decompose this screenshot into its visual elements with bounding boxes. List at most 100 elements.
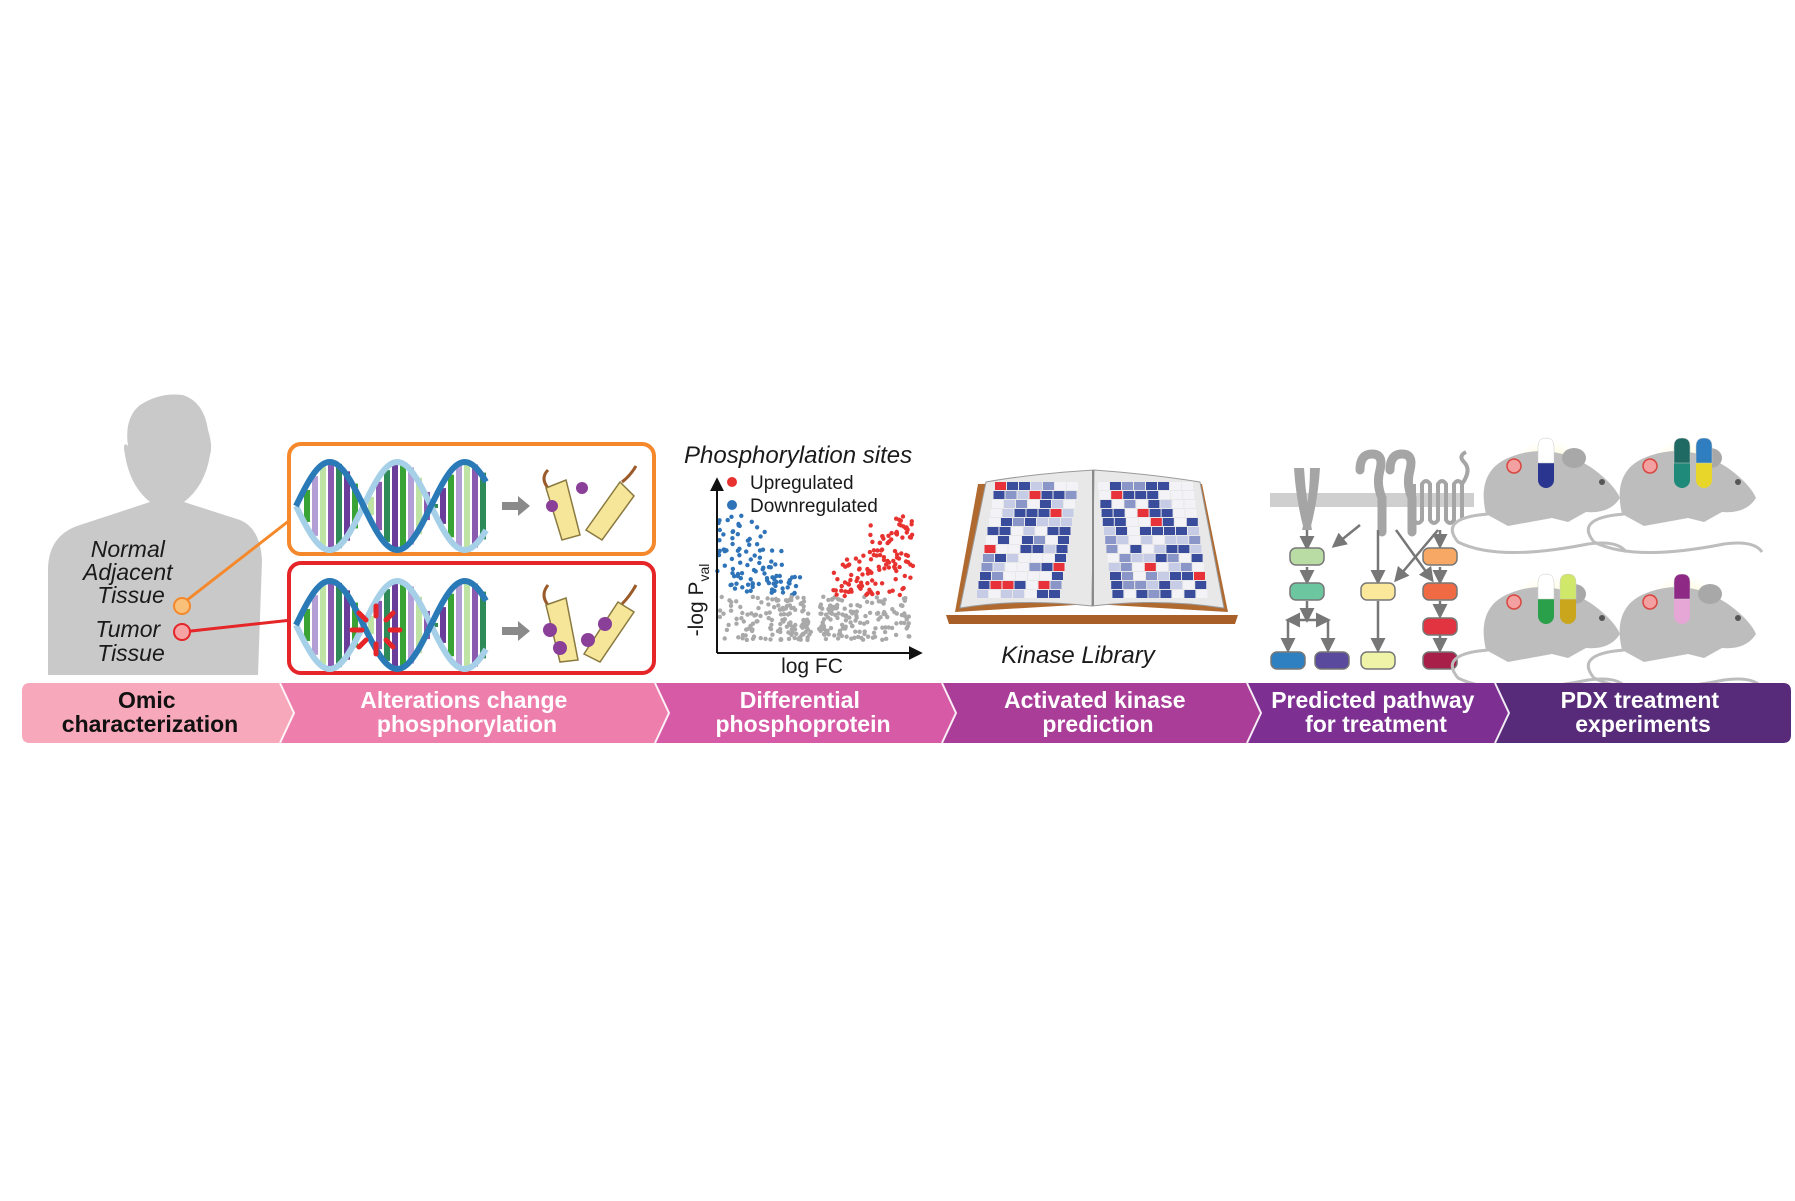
volcano-point [823,636,829,642]
volcano-point [831,588,836,593]
volcano-point [745,612,750,617]
heatmap-cell [1148,500,1160,508]
volcano-point [859,583,865,589]
volcano-point [870,539,875,545]
dna-base-pair [352,602,358,648]
heatmap-cell [1156,563,1168,571]
volcano-point [756,581,761,587]
heatmap-cell [1040,572,1051,580]
volcano-point [901,585,906,591]
heatmap-cell [1020,545,1032,553]
step-alterations-change-phosphorylation [280,683,669,743]
volcano-point [871,552,876,558]
dna-base-pair [352,483,358,529]
dna-base-pair [448,474,454,538]
heatmap-cell [1028,500,1039,508]
volcano-point [836,632,842,637]
volcano-point [844,557,850,562]
volcano-point [902,620,907,626]
heatmap-cell [1056,545,1068,553]
heatmap-cell [1124,590,1136,598]
volcano-point [871,630,877,635]
heatmap-cell [1149,509,1161,517]
mouse-icon [1586,437,1764,554]
heatmap-cell [1004,500,1015,508]
volcano-point [874,595,880,600]
heatmap-cell [1136,590,1148,598]
heatmap-cell [1159,581,1171,589]
volcano-point [879,547,885,552]
heatmap-cell [1002,509,1014,517]
heatmap-cell [1123,581,1135,589]
volcano-point [749,519,754,524]
volcano-point [901,596,907,601]
heatmap-cell [1026,509,1038,517]
heatmap-cell [1019,482,1030,490]
volcano-point [828,603,833,608]
volcano-point [729,514,734,519]
volcano-point [758,534,763,539]
volcano-point [897,592,902,598]
kinase-library-book-icon [946,469,1238,624]
volcano-point [850,624,855,629]
volcano-point [777,607,783,612]
volcano-point [821,624,827,629]
heatmap-cell [1119,554,1131,562]
heatmap-cell [1011,527,1023,535]
volcano-point [869,600,875,606]
volcano-point [730,571,735,576]
heatmap-cell [1062,509,1074,517]
heatmap-cell [1017,491,1029,499]
heatmap-cell [1142,545,1154,553]
volcano-point [857,566,862,571]
heatmap-cell [1031,554,1042,562]
volcano-point [724,548,729,553]
dna-base-pair [304,608,310,642]
heatmap-cell [1106,545,1118,553]
volcano-point [904,530,909,535]
volcano-point [805,637,810,643]
volcano-point [840,626,846,631]
dna-base-pair [336,582,342,668]
volcano-point [734,599,739,604]
volcano-point [889,530,894,536]
protein-unphosphorylated-icon [542,465,638,542]
volcano-point [789,632,794,638]
heatmap-cell [1122,482,1133,490]
volcano-point [902,573,907,579]
volcano-point [865,591,870,596]
volcano-point [778,629,783,635]
heatmap-cell [1099,491,1111,499]
volcano-point [748,577,753,582]
dna-base-pair [304,489,310,523]
volcano-point [859,635,864,641]
volcano-point [773,562,778,567]
heatmap-cell [998,536,1009,544]
heatmap-cell [1168,563,1180,571]
heatmap-cell [1136,500,1148,508]
volcano-point [903,559,909,564]
volcano-point [769,548,775,553]
volcano-point [880,625,885,630]
volcano-point [854,613,859,618]
volcano-point [750,582,755,587]
dna-base-pair [472,464,478,548]
volcano-point [755,595,760,601]
dna-helix-normal-icon [293,458,489,554]
volcano-point [804,617,810,622]
heatmap-cell [1019,554,1030,562]
volcano-point [766,602,771,607]
signaling-pathway-icon [1270,449,1474,670]
volcano-point [717,608,723,613]
heatmap-cell [1053,491,1065,499]
volcano-point [880,637,885,642]
volcano-point [752,553,757,558]
volcano-point [885,614,890,620]
volcano-point [740,636,745,641]
heatmap-cell [1004,572,1015,580]
heatmap-cell [1150,518,1162,526]
volcano-point [872,634,878,639]
volcano-point [886,565,892,570]
volcano-point [868,557,874,562]
heatmap-cell [1055,554,1066,562]
